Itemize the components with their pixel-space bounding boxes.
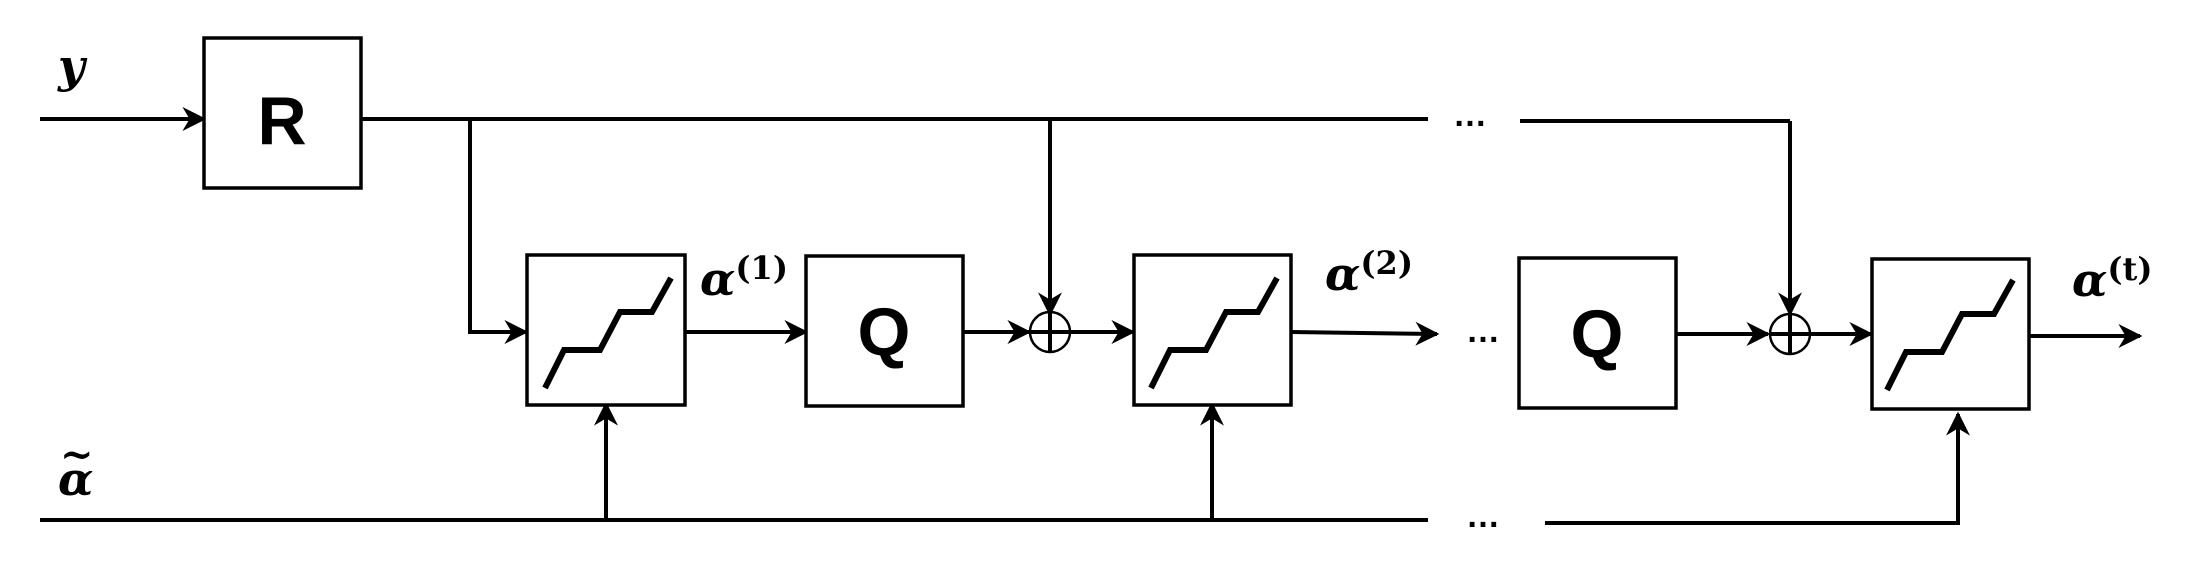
q-block-1-label: Q xyxy=(858,294,911,370)
input-y-label: y xyxy=(57,39,88,93)
r-block-label: R xyxy=(257,83,306,159)
sum-node-t xyxy=(1768,312,1812,356)
alpha2-wire xyxy=(1290,321,1440,346)
q-block-1 xyxy=(804,254,965,408)
ellipsis-middle: … xyxy=(1466,312,1500,350)
alpha-t-label: α(t) xyxy=(2072,250,2152,307)
ellipsis-top: … xyxy=(1453,96,1487,134)
input-alpha-tilde-label: α xyxy=(58,452,93,506)
y-to-threshold1-wire xyxy=(468,119,529,344)
q-block-2 xyxy=(1517,256,1678,410)
threshold-stair-icon-2 xyxy=(1148,276,1280,390)
threshold-stair-icon-t xyxy=(1884,278,2016,392)
threshold-block-1 xyxy=(525,253,687,407)
alpha-tilde-bus-right xyxy=(1545,411,1970,525)
tilde-mark: ~ xyxy=(60,431,94,478)
sum-node-1 xyxy=(1028,310,1072,354)
alpha1-label: α(1) xyxy=(700,249,788,306)
alpha2-label: α(2) xyxy=(1325,244,1413,301)
threshold-stair-icon-1 xyxy=(542,276,674,390)
q-block-2-label: Q xyxy=(1571,296,1624,372)
r-block xyxy=(202,36,363,190)
threshold-block-2 xyxy=(1132,253,1293,407)
ellipsis-bottom: … xyxy=(1466,497,1500,535)
